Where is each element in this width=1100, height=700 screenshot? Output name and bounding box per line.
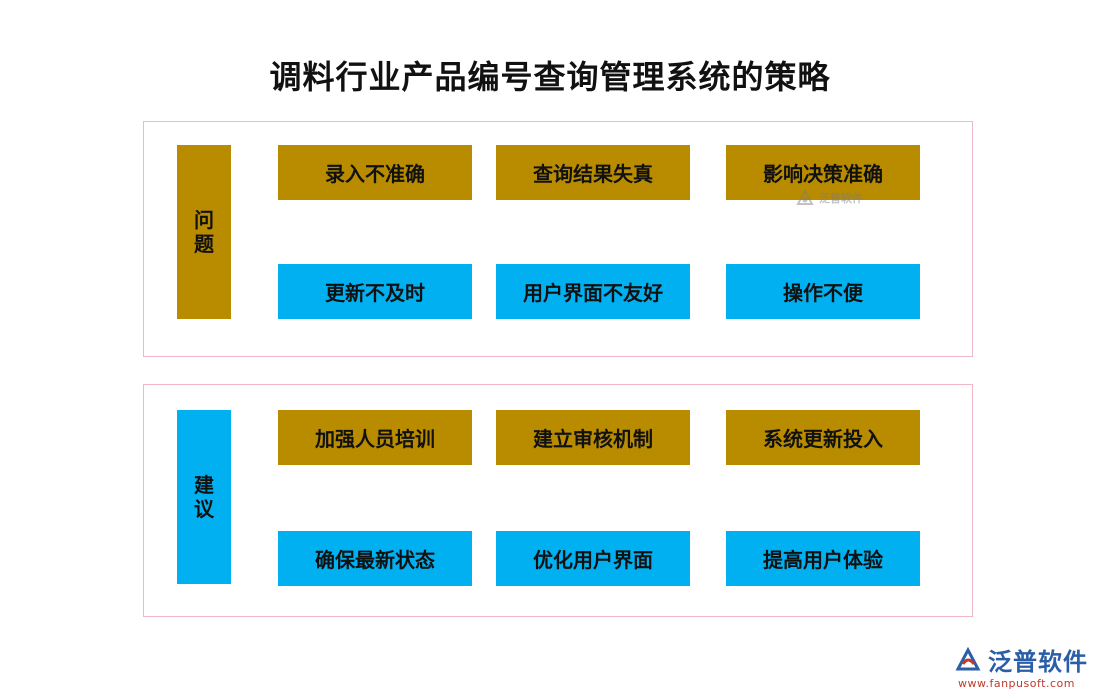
suggestion-training: 加强人员培训 xyxy=(278,410,472,465)
problem-not-timely: 更新不及时 xyxy=(278,264,472,319)
suggestions-label: 建 议 xyxy=(177,410,231,584)
fanpu-logo-icon xyxy=(955,646,981,670)
suggestions-label-char-1: 建 xyxy=(194,473,214,497)
problem-unfriendly-ui: 用户界面不友好 xyxy=(496,264,690,319)
problem-decision-accuracy: 影响决策准确 xyxy=(726,145,920,200)
problems-label-char-2: 题 xyxy=(194,232,214,256)
brand-url: www.fanpusoft.com xyxy=(958,677,1075,690)
brand-logo: 泛普软件 www.fanpusoft.com xyxy=(954,642,1088,690)
problem-inaccurate-entry: 录入不准确 xyxy=(278,145,472,200)
diagram-title: 调料行业产品编号查询管理系统的策略 xyxy=(269,58,831,96)
watermark: 泛普软件 xyxy=(795,188,863,208)
problem-inconvenient-operation: 操作不便 xyxy=(726,264,920,319)
suggestions-panel: 建 议 加强人员培训 建立审核机制 系统更新投入 确保最新状态 优化用户界面 提… xyxy=(143,384,973,617)
suggestion-system-investment: 系统更新投入 xyxy=(726,410,920,465)
suggestion-review-mechanism: 建立审核机制 xyxy=(496,410,690,465)
suggestions-label-char-2: 议 xyxy=(194,497,214,521)
problem-distorted-results: 查询结果失真 xyxy=(496,145,690,200)
problems-label: 问 题 xyxy=(177,145,231,319)
suggestion-user-experience: 提高用户体验 xyxy=(726,531,920,586)
problems-panel: 问 题 录入不准确 查询结果失真 影响决策准确 更新不及时 用户界面不友好 操作… xyxy=(143,121,973,357)
fanpu-logo-icon xyxy=(796,188,814,205)
brand-name: 泛普软件 xyxy=(988,648,1088,676)
watermark-text: 泛普软件 xyxy=(819,192,863,205)
suggestion-optimize-ui: 优化用户界面 xyxy=(496,531,690,586)
problems-label-char-1: 问 xyxy=(194,208,214,232)
suggestion-latest-state: 确保最新状态 xyxy=(278,531,472,586)
